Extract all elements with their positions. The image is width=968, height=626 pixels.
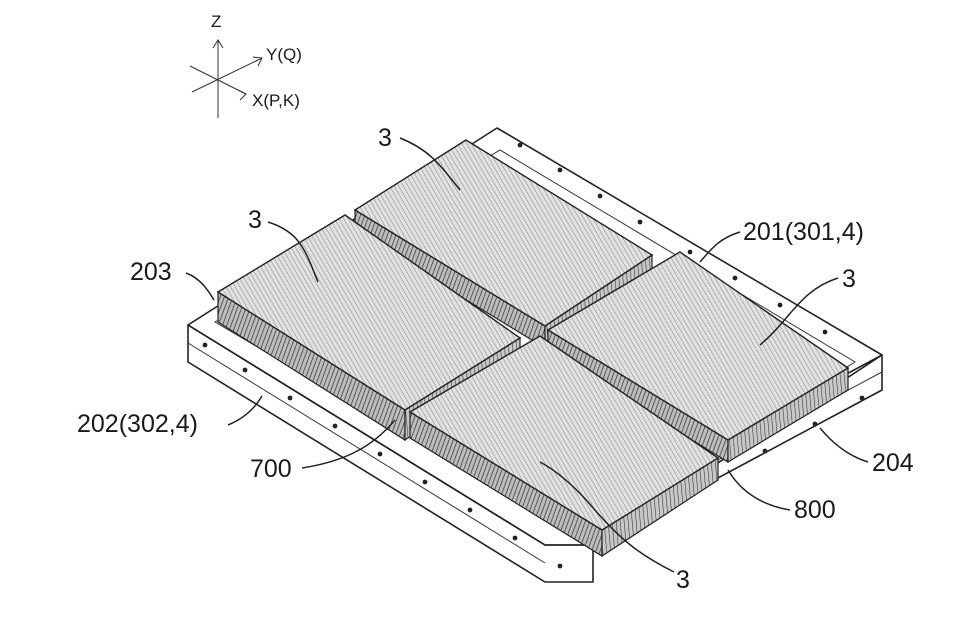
leader-module-right <box>759 277 839 346</box>
label-module-back: 3 <box>378 124 392 152</box>
module-right <box>546 251 850 464</box>
axis-label-z: Z <box>211 12 221 31</box>
x-axis-line <box>189 65 247 95</box>
leader-203 <box>185 272 215 301</box>
label-part-202: 202(302,4) <box>77 410 198 438</box>
leader-lines <box>185 137 869 573</box>
leader-202 <box>227 395 263 426</box>
plate-front-groove <box>187 342 546 564</box>
label-part-201: 201(301,4) <box>743 218 864 246</box>
leader-module-left <box>267 221 319 283</box>
z-arrow-icon <box>212 39 224 49</box>
axis-label-y: Y(Q) <box>266 45 302 64</box>
label-part-700: 700 <box>250 455 292 483</box>
axis-label-x: X(P,K) <box>252 91 300 110</box>
reference-labels: 3 3 3 3 201(301,4) 202(302,4) 203 204 70… <box>77 124 914 594</box>
x-arrow-icon <box>237 89 247 101</box>
axis-triad: Z Y(Q) X(P,K) <box>189 12 302 118</box>
leader-204 <box>819 427 869 463</box>
module-front <box>408 335 720 558</box>
label-part-204: 204 <box>872 449 914 477</box>
leader-module-front <box>539 461 675 573</box>
y-arrow-icon <box>252 56 263 67</box>
leader-201 <box>699 231 741 263</box>
y-axis-line <box>191 57 263 93</box>
label-part-800: 800 <box>794 496 836 524</box>
label-module-right: 3 <box>842 265 856 293</box>
label-part-203: 203 <box>130 258 172 286</box>
leader-module-back <box>399 137 461 191</box>
leader-800 <box>727 469 791 511</box>
label-module-front: 3 <box>676 566 690 594</box>
label-module-left: 3 <box>248 206 262 234</box>
leader-700 <box>301 419 396 469</box>
mounting-holes <box>202 142 865 569</box>
